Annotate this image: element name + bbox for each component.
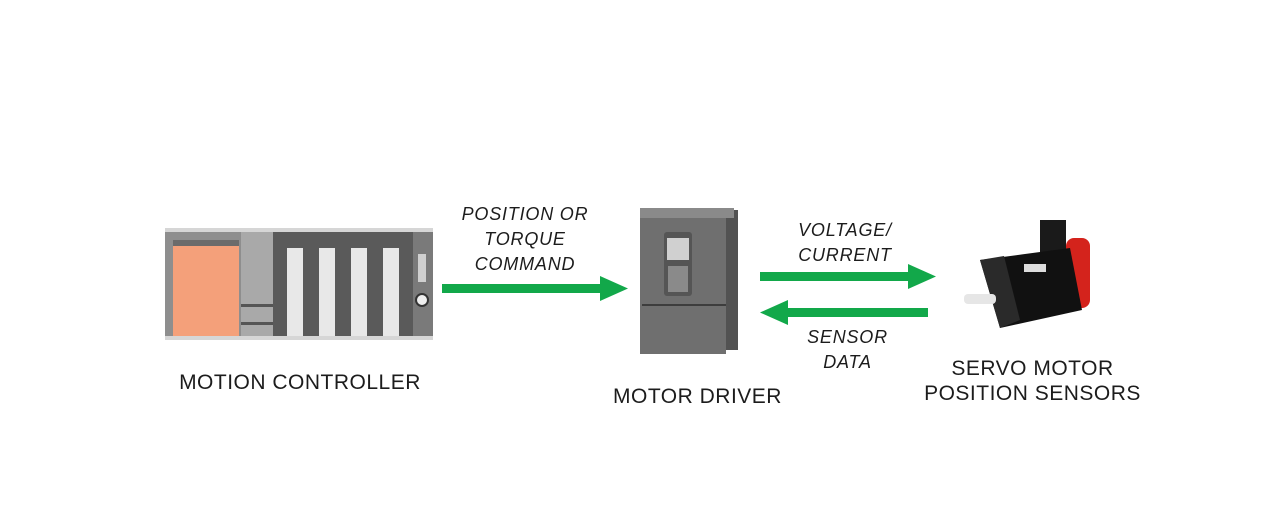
motor-driver-icon — [640, 208, 738, 354]
edge-label-line: CURRENT — [798, 245, 892, 265]
motor-label-line2: POSITION SENSORS — [924, 382, 1141, 405]
edge-label-line: SENSOR — [807, 327, 888, 347]
edge-label-sensor: SENSOR DATA — [760, 325, 935, 375]
arrow-sensor-data — [760, 300, 928, 325]
plc-rack-icon — [165, 228, 433, 340]
controller-label: MOTION CONTROLLER — [179, 371, 421, 394]
motor-label-line1: SERVO MOTOR — [951, 357, 1114, 380]
edge-label-line: POSITION OR — [461, 204, 589, 224]
edge-label-line: VOLTAGE/ — [798, 220, 892, 240]
servo-motor-icon — [964, 220, 1090, 328]
edge-label-line: COMMAND — [474, 254, 576, 274]
driver-label: MOTOR DRIVER — [613, 385, 782, 408]
motor-label: SERVO MOTOR POSITION SENSORS — [900, 356, 1165, 406]
edge-label-line: DATA — [823, 352, 872, 372]
edge-label-line: TORQUE — [484, 229, 566, 249]
edge-label-command: POSITION OR TORQUE COMMAND — [430, 202, 620, 277]
arrow-voltage-current — [760, 264, 936, 289]
arrow-command — [442, 276, 628, 301]
edge-label-voltage: VOLTAGE/ CURRENT — [760, 218, 930, 268]
